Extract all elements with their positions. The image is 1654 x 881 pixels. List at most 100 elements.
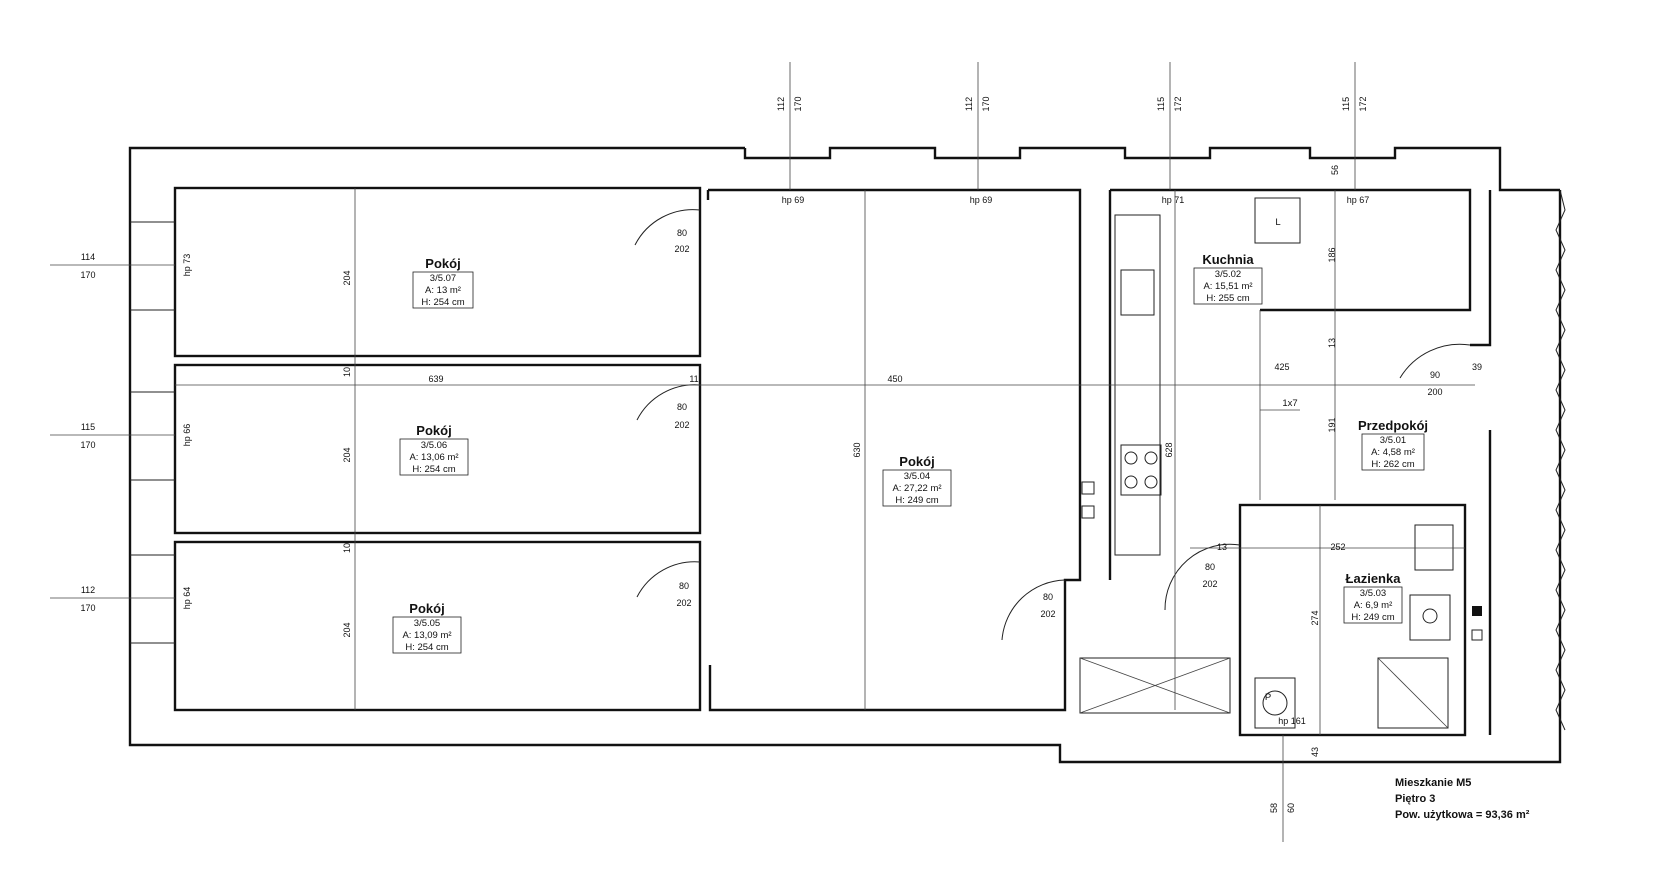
dim-wall-hall: 39 — [1472, 362, 1482, 372]
room-label-3-5-06: Pokój 3/5.06 A: 13,06 m² H: 254 cm — [399, 423, 469, 476]
room-height: H: 249 cm — [1351, 612, 1394, 623]
dim-depth-3: 204 — [342, 622, 352, 637]
fridge-label: L — [1275, 217, 1280, 228]
room-name: Kuchnia — [1202, 252, 1254, 267]
room-code: 3/5.07 — [430, 273, 456, 284]
dimension-lines — [175, 188, 1475, 735]
window-2-hp: hp 66 — [182, 424, 192, 447]
room-code: 3/5.06 — [421, 440, 447, 451]
room-name: Pokój — [899, 454, 934, 469]
room-area: A: 4,58 m² — [1371, 447, 1415, 458]
room-code: 3/5.03 — [1360, 588, 1386, 599]
room-height: H: 262 cm — [1371, 459, 1414, 470]
vent-icon — [1472, 606, 1482, 616]
toilet-icon — [1409, 594, 1451, 641]
dim-width-left: 639 — [428, 374, 443, 384]
dim-wall-2: 10 — [342, 543, 352, 553]
window-8-width: 58 — [1269, 803, 1279, 813]
dim-wall-k: 13 — [1327, 338, 1337, 348]
door-labels: 80 202 80 202 80 202 80 202 90 200 80 20… — [674, 228, 1442, 619]
dim-hall-width: 425 — [1274, 362, 1289, 372]
window-6-height: 172 — [1173, 96, 1183, 111]
room-area: A: 15,51 m² — [1203, 281, 1252, 292]
room-label-3-5-05: Pokój 3/5.05 A: 13,09 m² H: 254 cm — [392, 601, 462, 654]
room-name: Pokój — [416, 423, 451, 438]
room-label-3-5-07: Pokój 3/5.07 A: 13 m² H: 254 cm — [412, 256, 474, 309]
window-6-hp: hp 71 — [1162, 195, 1185, 205]
room-name: Przedpokój — [1358, 418, 1428, 433]
stairs-label: 1x7 — [1282, 398, 1297, 409]
boiler-label: P — [1265, 692, 1271, 703]
door-3-width: 80 — [679, 581, 689, 591]
dim-kitchen-depth: 628 — [1164, 442, 1174, 457]
door-4-width: 80 — [1043, 592, 1053, 602]
door-1-width: 80 — [677, 228, 687, 238]
window-1-hp: hp 73 — [182, 254, 192, 277]
room-code: 3/5.02 — [1215, 269, 1241, 280]
window-3-width: 112 — [81, 585, 95, 595]
cooktop-icon — [1120, 444, 1162, 496]
door-3-height: 202 — [676, 598, 691, 608]
window-2-height: 170 — [80, 440, 95, 450]
window-4-hp: hp 69 — [782, 195, 805, 205]
fridge-icon — [1254, 197, 1301, 244]
kitchen-fixtures — [1081, 197, 1301, 556]
room-area: A: 13 m² — [425, 285, 461, 296]
outer-walls — [128, 146, 1566, 764]
dim-depth-2: 204 — [342, 447, 352, 462]
window-2-width: 115 — [81, 422, 95, 432]
window-1-width: 114 — [81, 252, 95, 262]
shower-icon — [1377, 657, 1449, 729]
window-8-height: 60 — [1286, 803, 1296, 813]
dim-bottom: 43 — [1310, 747, 1320, 757]
window-6-width: 115 — [1156, 97, 1166, 111]
room-height: H: 254 cm — [421, 297, 464, 308]
door-5-height: 200 — [1427, 387, 1442, 397]
room-label-3-5-03: Łazienka 3/5.03 A: 6,9 m² H: 249 cm — [1343, 571, 1403, 624]
door-2-width: 80 — [677, 402, 687, 412]
room-area: A: 27,22 m² — [892, 483, 941, 494]
apartment-summary: Mieszkanie M5 Piętro 3 Pow. użytkowa = 9… — [1395, 777, 1530, 821]
room-code: 3/5.01 — [1380, 435, 1406, 446]
room-name: Łazienka — [1346, 571, 1402, 586]
room-code: 3/5.05 — [414, 618, 440, 629]
window-5-height: 170 — [981, 96, 991, 111]
dim-wall-1: 10 — [342, 367, 352, 377]
door-5-width: 90 — [1430, 370, 1440, 380]
misc-labels: 1x7 L P — [1265, 217, 1298, 703]
summary-floor: Piętro 3 — [1395, 793, 1435, 805]
room-height: H: 254 cm — [405, 642, 448, 653]
room-label-3-5-02: Kuchnia 3/5.02 A: 15,51 m² H: 255 cm — [1193, 252, 1263, 305]
dim-wall-mid: 11 — [689, 374, 698, 384]
inner-walls — [130, 186, 1492, 737]
room-height: H: 249 cm — [895, 495, 938, 506]
room-label-3-5-04: Pokój 3/5.04 A: 27,22 m² H: 249 cm — [882, 454, 952, 507]
window-7-width: 115 — [1341, 97, 1351, 111]
window-3-hp: hp 64 — [182, 587, 192, 610]
window-5-width: 112 — [964, 97, 974, 111]
window-leaders — [50, 62, 1356, 842]
window-4-width: 112 — [776, 97, 786, 111]
dim-depth-1: 204 — [342, 270, 352, 285]
window-5-hp: hp 69 — [970, 195, 993, 205]
door-1-height: 202 — [674, 244, 689, 254]
dim-width-mid: 450 — [887, 374, 902, 384]
room-area: A: 13,09 m² — [402, 630, 451, 641]
window-7-hp: hp 67 — [1347, 195, 1370, 205]
door-6-height: 202 — [1202, 579, 1217, 589]
room-area: A: 13,06 m² — [409, 452, 458, 463]
sink-icon — [1120, 269, 1155, 316]
window-4-height: 170 — [793, 96, 803, 111]
boiler-icon — [1254, 677, 1296, 729]
door-4-height: 202 — [1040, 609, 1055, 619]
room-name: Pokój — [425, 256, 460, 271]
room-height: H: 254 cm — [412, 464, 455, 475]
dim-kitchen-upper: 186 — [1327, 247, 1337, 262]
washbasin-icon — [1414, 524, 1454, 571]
room-labels: Pokój 3/5.07 A: 13 m² H: 254 cm Pokój 3/… — [392, 252, 1428, 654]
door-6-width: 80 — [1205, 562, 1215, 572]
door-2-height: 202 — [674, 420, 689, 430]
dim-bath-width: 252 — [1330, 542, 1345, 552]
